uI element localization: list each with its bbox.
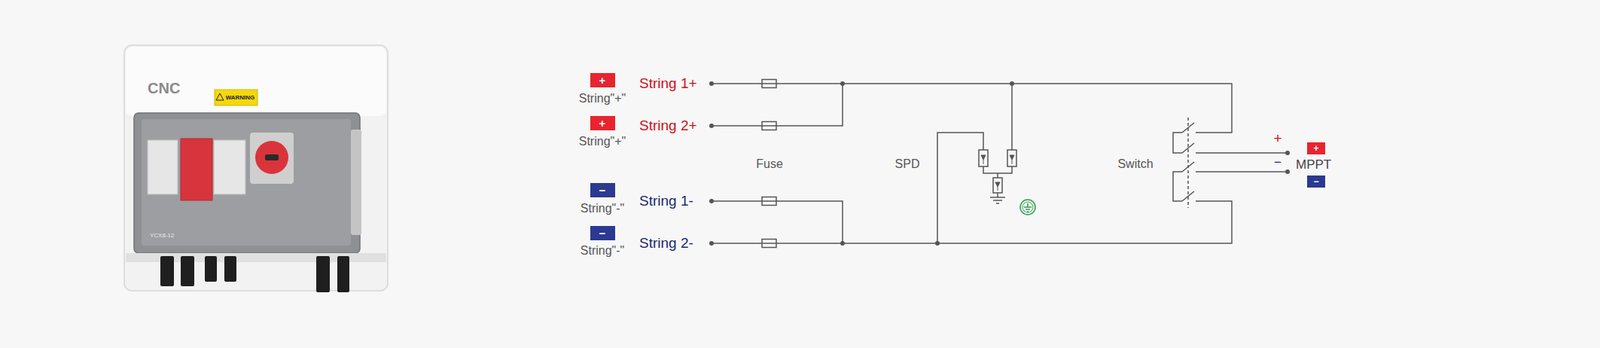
part-name: MPPT: [1295, 158, 1332, 171]
rotary-switch: [255, 140, 289, 174]
terminal-dot: [709, 81, 714, 86]
polarity-badge: −: [1307, 175, 1326, 188]
mc4-connector: [204, 256, 217, 282]
switch-handle: [265, 154, 279, 161]
terminal-dot: [1285, 169, 1290, 174]
positive-bus: [711, 83, 1232, 133]
fuse-symbol: [761, 239, 777, 248]
string-name: String 1-: [639, 193, 694, 208]
terminal-dot: [709, 240, 714, 246]
string-name: String 1+: [639, 76, 698, 91]
wiring: [711, 79, 1288, 248]
switch-linkage: [1187, 117, 1189, 208]
spd-arrow: [981, 155, 1015, 191]
mc4-connector: [316, 256, 330, 293]
polarity-caption: String"+": [579, 135, 627, 148]
polarity-sign: −: [1273, 155, 1282, 169]
hinge: [350, 129, 362, 235]
pe-ring: [1020, 199, 1036, 215]
junction-dot: [840, 240, 845, 246]
polarity-badge: +: [590, 73, 616, 88]
switch-base: [249, 132, 294, 184]
terminals: [709, 81, 1290, 246]
combiner-box-photo: [124, 45, 388, 293]
window-inner: [141, 118, 351, 246]
box-window: [134, 112, 360, 253]
polarity-badge: +: [1307, 142, 1326, 155]
polarity-caption: String"-": [580, 244, 625, 257]
warning-icon: [216, 93, 224, 101]
polarity-badge: −: [590, 225, 616, 241]
warning-text: WARNING: [225, 94, 256, 101]
part-name: SPD: [895, 158, 921, 171]
polarity-sign: +: [1273, 131, 1282, 146]
badge-sign: −: [1313, 176, 1319, 186]
spd-module-side: [213, 140, 246, 195]
string-wire: [711, 83, 843, 126]
mppt-wire: [1198, 152, 1288, 172]
pe-ground: [1024, 203, 1032, 212]
pe-symbol: [1020, 199, 1036, 215]
terminal-dot: [709, 123, 714, 128]
part-name: Switch: [1117, 158, 1153, 171]
junction-dot: [1009, 81, 1015, 86]
junction-dot: [935, 240, 940, 246]
mc4-connector: [180, 256, 195, 287]
spd-wire: [937, 83, 1012, 244]
box-lid: [125, 46, 387, 116]
negative-bus: [711, 201, 1232, 244]
switch-link: [1173, 132, 1183, 202]
terminal-dot: [1285, 150, 1290, 156]
model-number: YCX8-12: [149, 232, 174, 239]
badge-sign: −: [599, 227, 607, 239]
polarity-caption: String"-": [580, 202, 625, 215]
fuse-symbol: [761, 121, 777, 131]
terminal-dot: [709, 198, 714, 204]
fuse-symbol: [761, 79, 777, 89]
mc4-connector: [160, 256, 174, 287]
string-wire: [711, 201, 843, 244]
badge-sign: +: [599, 74, 607, 86]
fuse-module: [147, 140, 178, 195]
badge-sign: −: [599, 184, 607, 196]
string-name: String 2-: [639, 235, 694, 250]
mc4-connector: [337, 256, 350, 293]
box-body: [124, 45, 388, 291]
string-name: String 2+: [639, 118, 698, 133]
ground-symbol: [990, 197, 1006, 204]
polarity-badge: −: [590, 182, 616, 198]
switch-contact: [1195, 132, 1199, 202]
spd-module: [180, 138, 213, 201]
badge-sign: +: [1313, 143, 1319, 153]
mc4-connector: [224, 256, 237, 282]
brand-mark: CNC: [147, 80, 180, 96]
part-name: Fuse: [755, 158, 784, 171]
junction-dot: [840, 81, 845, 86]
polarity-badge: +: [590, 115, 616, 131]
pe-ring: [1022, 201, 1034, 213]
badge-sign: +: [599, 117, 607, 129]
polarity-caption: String"+": [579, 92, 627, 105]
fuse-symbol: [761, 197, 777, 206]
warning-sticker: [214, 89, 258, 106]
